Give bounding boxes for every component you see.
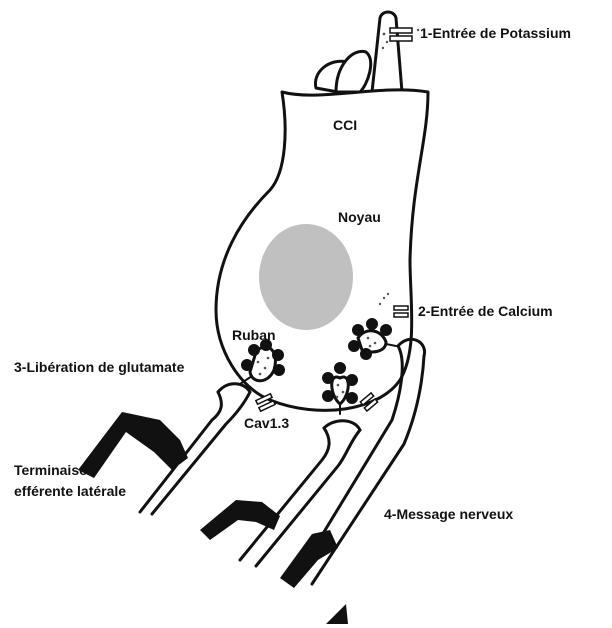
label-cav13: Cav1.3 [244, 415, 289, 431]
label-nerve-message: 4-Message nerveux [384, 506, 513, 522]
afferent-fiber-middle [240, 421, 360, 566]
label-efferente-laterale: efférente latérale [14, 483, 126, 499]
label-noyau: Noyau [338, 209, 381, 225]
label-terminaison: Terminaison [14, 462, 96, 478]
label-ruban: Ruban [232, 327, 276, 343]
label-cci: CCI [333, 117, 357, 133]
label-potassium-entry: 1-Entrée de Potassium [420, 25, 571, 41]
label-calcium-entry: 2-Entrée de Calcium [418, 303, 553, 319]
efferent-terminal-2 [200, 500, 280, 540]
stereocilia [315, 12, 419, 92]
label-glutamate-release: 3-Libération de glutamate [14, 359, 185, 375]
cav-channel-left [256, 394, 275, 411]
arrow-down-right-icon [326, 604, 348, 624]
nucleus [259, 224, 353, 330]
